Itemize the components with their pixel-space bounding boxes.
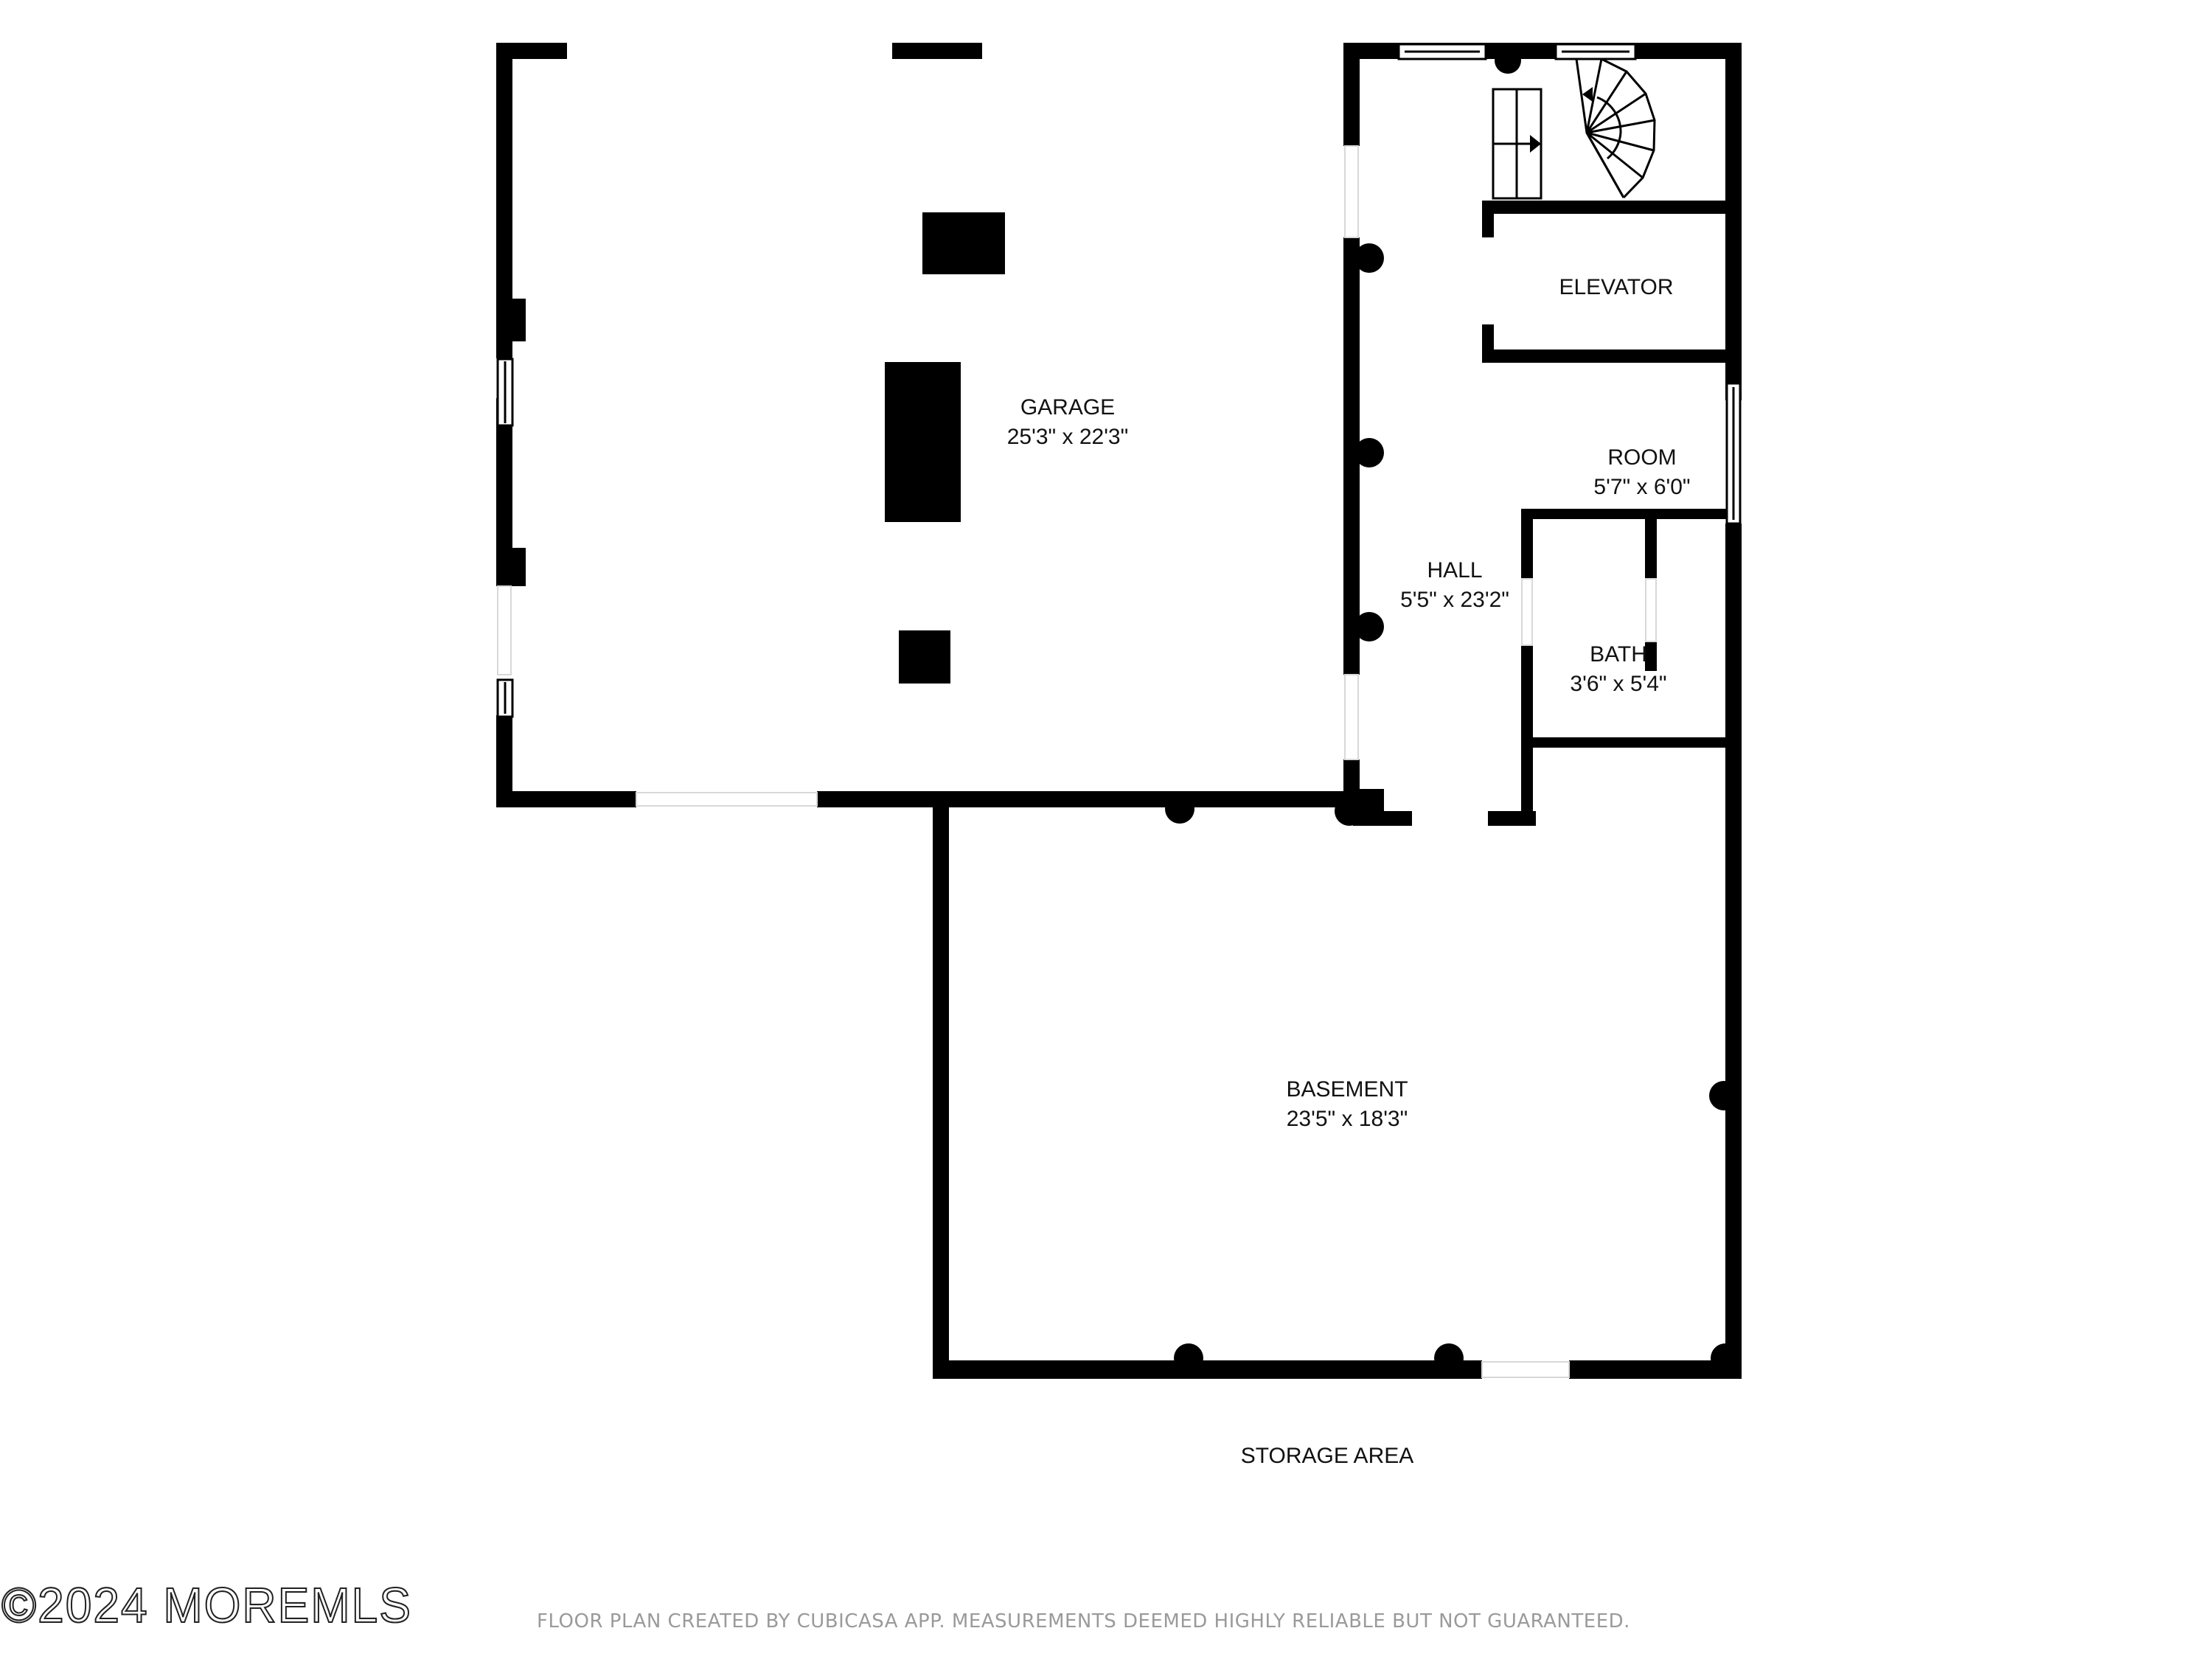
pillar — [1174, 1343, 1203, 1373]
pillar — [1165, 794, 1194, 824]
room-dimensions: 23'5" x 18'3" — [1286, 1107, 1408, 1131]
pillar — [1354, 612, 1384, 641]
room-label-garage: GARAGE 25'3" x 22'3" — [1007, 393, 1129, 452]
window — [496, 358, 514, 427]
room-dimensions: 5'7" x 6'0" — [1593, 475, 1691, 499]
window — [1725, 382, 1742, 525]
hall-door-opening — [1344, 145, 1359, 238]
window — [1554, 43, 1637, 60]
room-name: ROOM — [1607, 445, 1677, 470]
room-name: ELEVATOR — [1559, 275, 1674, 299]
garage-walls — [496, 43, 1363, 807]
pillar — [1335, 796, 1364, 826]
room-dimensions: 5'5" x 23'2" — [1400, 588, 1509, 612]
pillar — [1354, 243, 1384, 273]
pillar — [1434, 1343, 1464, 1373]
pillar — [1709, 1081, 1739, 1110]
straight-staircase — [1492, 88, 1543, 200]
basement-door-opening — [1481, 1361, 1570, 1378]
storage-area-label: STORAGE AREA — [1240, 1444, 1414, 1468]
room-label-elevator: ELEVATOR — [1559, 273, 1673, 302]
bath-door-opening — [1521, 578, 1533, 646]
copyright-watermark: ©2024 MOREMLS — [1, 1576, 412, 1634]
hall-door-opening — [1344, 674, 1359, 760]
room-name: BASEMENT — [1286, 1077, 1408, 1102]
pillar — [1711, 1343, 1740, 1373]
room-name: GARAGE — [1020, 395, 1116, 420]
spiral-staircase — [1575, 58, 1656, 199]
window — [1397, 43, 1487, 60]
room-label-room: ROOM 5'7" x 6'0" — [1593, 443, 1690, 502]
pillar — [1495, 47, 1521, 74]
garage-column — [922, 212, 1005, 274]
pillar — [1354, 438, 1384, 467]
room-label-basement: BASEMENT 23'5" x 18'3" — [1286, 1075, 1408, 1134]
disclaimer-text: FLOOR PLAN CREATED BY CUBICASA APP. MEAS… — [537, 1610, 1630, 1632]
bath-door-opening — [1645, 578, 1657, 642]
east-block-walls — [1343, 43, 1742, 1379]
garage-column — [885, 362, 961, 522]
basement-walls — [933, 804, 1742, 1379]
garage-door-opening — [636, 792, 818, 807]
room-dimensions: 25'3" x 22'3" — [1006, 425, 1129, 449]
garage-column — [899, 630, 950, 684]
window — [496, 678, 514, 718]
room-name: HALL — [1427, 558, 1483, 582]
room-label-hall: HALL 5'5" x 23'2" — [1400, 556, 1509, 615]
room-dimensions: 3'6" x 5'4" — [1570, 672, 1667, 696]
garage-side-door-opening — [497, 585, 512, 675]
room-label-bath: BATH 3'6" x 5'4" — [1570, 640, 1666, 699]
room-name: BATH — [1590, 642, 1647, 667]
